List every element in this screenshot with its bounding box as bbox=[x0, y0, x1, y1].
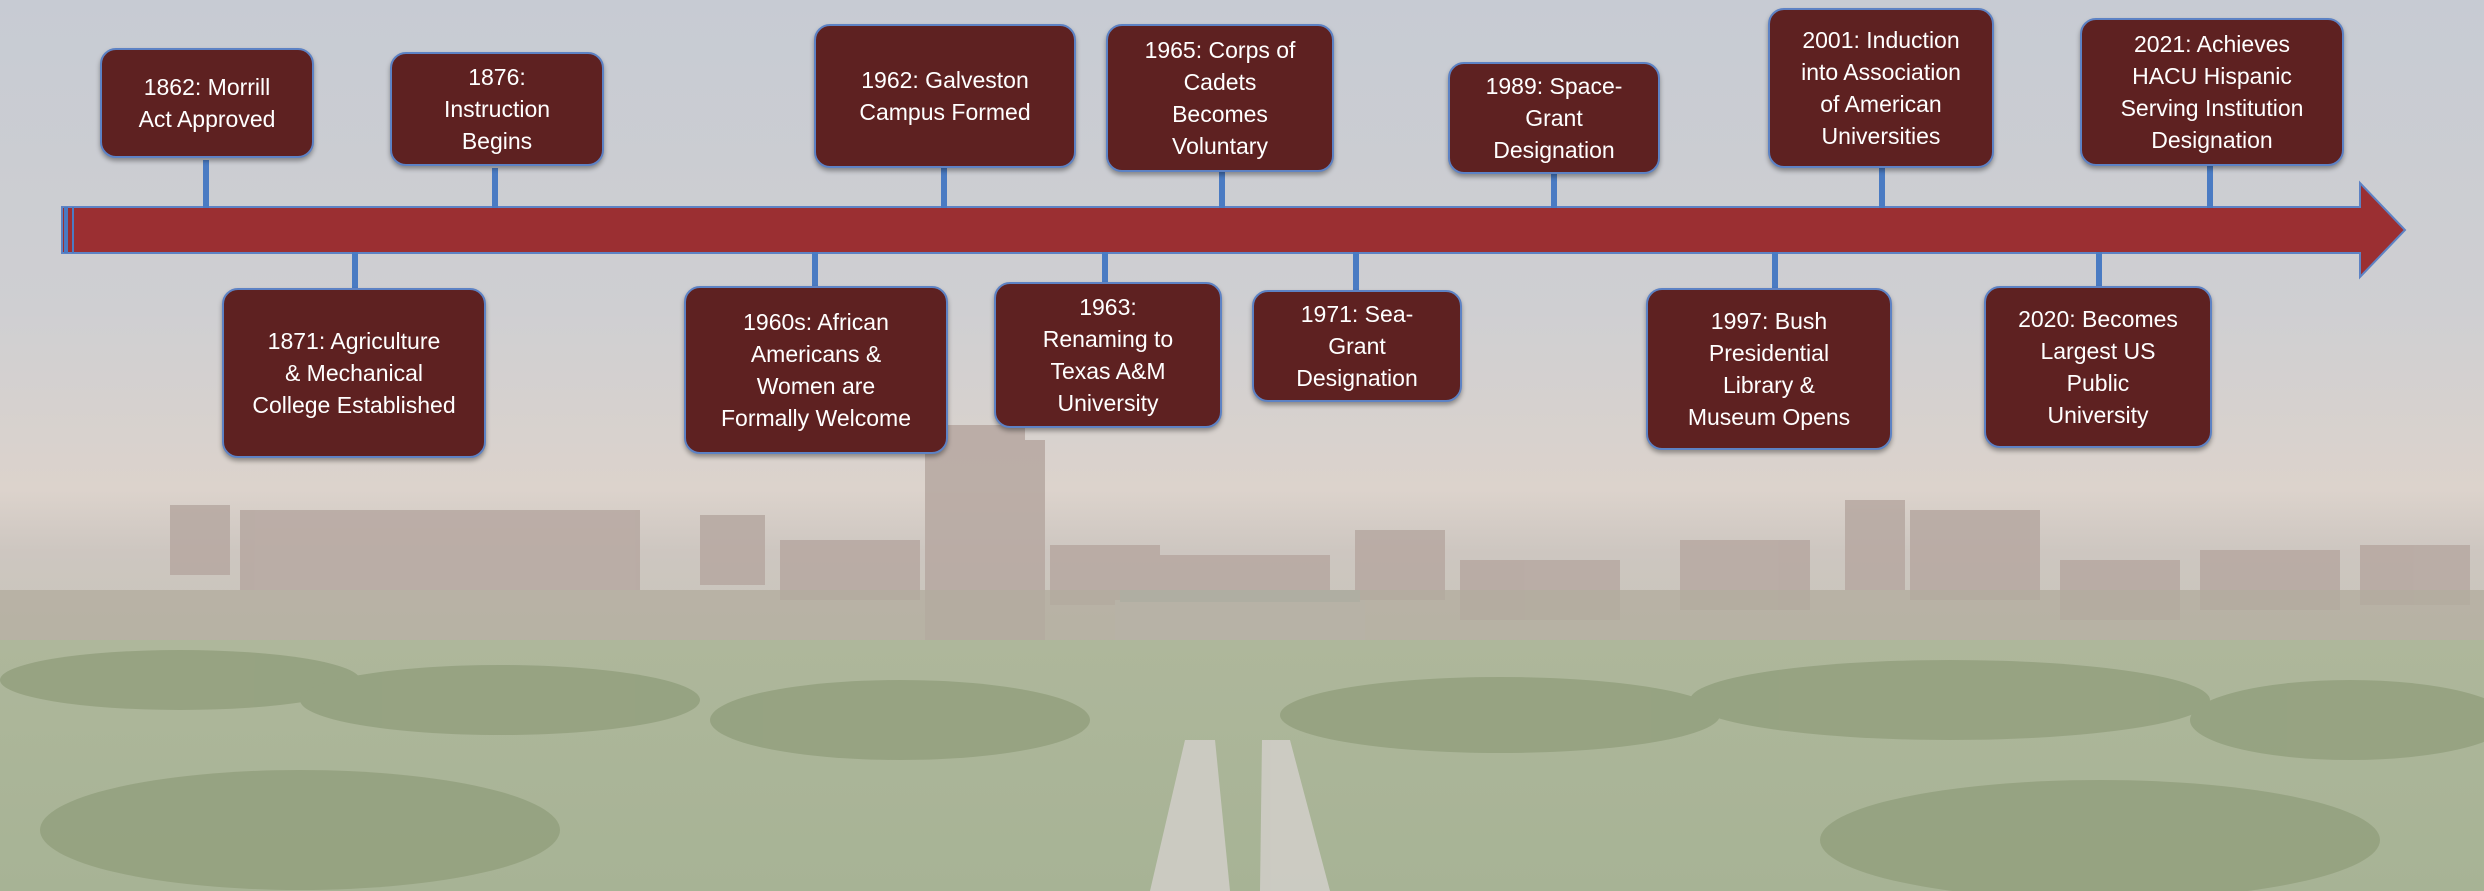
event-2001-label: 2001: Induction into Association of Amer… bbox=[1801, 27, 1961, 149]
stem-2001 bbox=[1879, 166, 1885, 208]
event-1989: 1989: Space- Grant Designation bbox=[1448, 62, 1660, 174]
event-1963-label: 1963: Renaming to Texas A&M University bbox=[1042, 294, 1174, 416]
event-1971-label: 1971: Sea- Grant Designation bbox=[1296, 301, 1418, 391]
event-1876: 1876: Instruction Begins bbox=[390, 52, 604, 166]
event-2020: 2020: Becomes Largest US Public Universi… bbox=[1984, 286, 2212, 448]
event-1989-label: 1989: Space- Grant Designation bbox=[1485, 73, 1623, 163]
event-1871-label: 1871: Agriculture & Mechanical College E… bbox=[252, 328, 456, 418]
event-1862-label: 1862: Morrill Act Approved bbox=[138, 74, 276, 132]
event-1962: 1962: Galveston Campus Formed bbox=[814, 24, 1076, 168]
event-2021: 2021: Achieves HACU Hispanic Serving Ins… bbox=[2080, 18, 2344, 166]
event-1997: 1997: Bush Presidential Library & Museum… bbox=[1646, 288, 1892, 450]
stem-1989 bbox=[1551, 172, 1557, 208]
event-1971: 1971: Sea- Grant Designation bbox=[1252, 290, 1462, 402]
event-2020-label: 2020: Becomes Largest US Public Universi… bbox=[2018, 306, 2178, 428]
event-1965-label: 1965: Corps of Cadets Becomes Voluntary bbox=[1144, 37, 1296, 159]
event-1962-label: 1962: Galveston Campus Formed bbox=[859, 67, 1031, 125]
event-2001: 2001: Induction into Association of Amer… bbox=[1768, 8, 1994, 168]
stem-1971 bbox=[1353, 252, 1359, 292]
stem-1962 bbox=[941, 168, 947, 208]
stem-1876 bbox=[492, 168, 498, 208]
event-1960s: 1960s: African Americans & Women are For… bbox=[684, 286, 948, 454]
event-1876-label: 1876: Instruction Begins bbox=[443, 64, 551, 154]
stem-2021 bbox=[2207, 166, 2213, 208]
event-1997-label: 1997: Bush Presidential Library & Museum… bbox=[1687, 308, 1851, 430]
event-2021-label: 2021: Achieves HACU Hispanic Serving Ins… bbox=[2120, 31, 2304, 153]
stem-1862 bbox=[203, 160, 209, 208]
event-1963: 1963: Renaming to Texas A&M University bbox=[994, 282, 1222, 428]
stem-1960s bbox=[812, 252, 818, 288]
event-1965: 1965: Corps of Cadets Becomes Voluntary bbox=[1106, 24, 1334, 172]
stem-1963 bbox=[1102, 252, 1108, 284]
event-1871: 1871: Agriculture & Mechanical College E… bbox=[222, 288, 486, 458]
event-1960s-label: 1960s: African Americans & Women are For… bbox=[721, 309, 911, 431]
stem-1997 bbox=[1772, 252, 1778, 290]
stem-2020 bbox=[2096, 252, 2102, 288]
stem-1871 bbox=[352, 252, 358, 290]
stem-1965 bbox=[1219, 170, 1225, 208]
event-1862: 1862: Morrill Act Approved bbox=[100, 48, 314, 158]
